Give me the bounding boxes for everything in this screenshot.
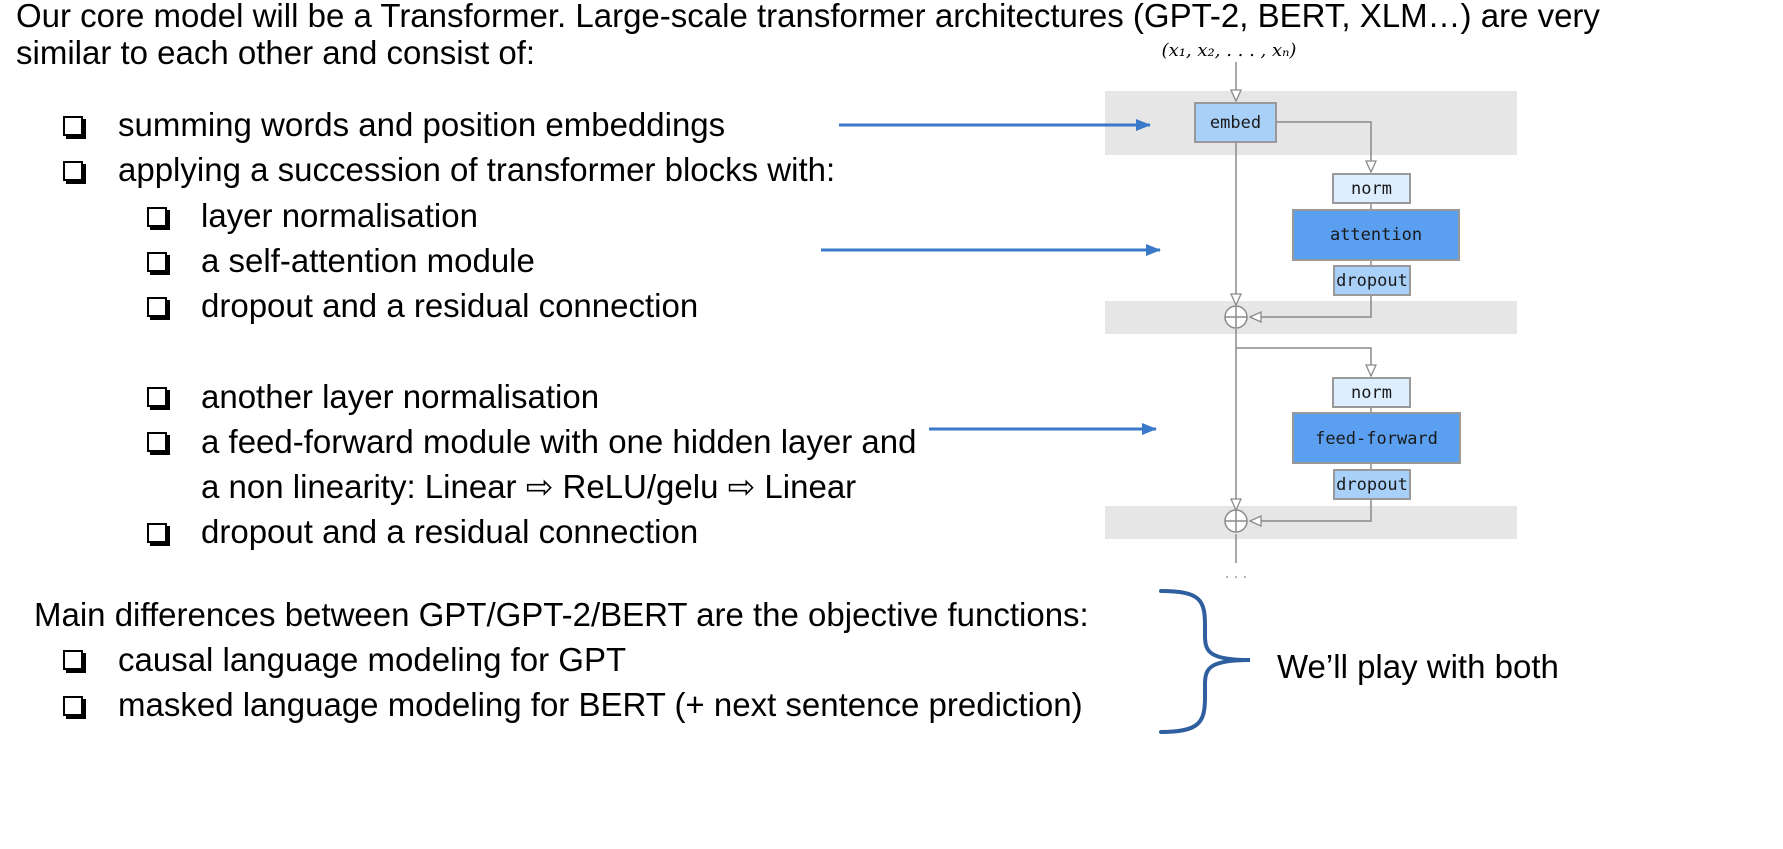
dropout2-to-add-2	[1248, 499, 1372, 528]
svg-text:feed-forward: feed-forward	[1315, 429, 1438, 449]
differences-heading: Main differences between GPT/GPT-2/BERT …	[34, 596, 1089, 633]
branch-to-norm-2	[1236, 347, 1378, 378]
list-item-embeddings: summing words and position embeddings	[118, 106, 726, 143]
embed-node: embed	[1194, 102, 1277, 143]
svg-text:dropout: dropout	[1336, 475, 1408, 495]
checkbox-icon	[147, 252, 167, 272]
dropout-node: dropout	[1333, 265, 1411, 296]
list-item-feed-forward-cont: a non linearity: Linear ⇨ ReLU/gelu ⇨ Li…	[201, 468, 857, 505]
checkbox-icon	[147, 387, 167, 407]
list-item-layer-norm: layer normalisation	[201, 197, 478, 234]
dropout1-to-add-1	[1248, 295, 1372, 324]
list-item-transformer-blocks: applying a succession of transformer blo…	[118, 151, 836, 188]
checkbox-icon	[147, 523, 167, 543]
checkbox-icon	[63, 650, 83, 670]
checkbox-icon	[147, 207, 167, 227]
checkbox-icon	[147, 432, 167, 452]
difference-item-gpt: causal language modeling for GPT	[118, 641, 627, 678]
residual-add-icon	[1224, 509, 1248, 533]
checkbox-icon	[147, 297, 167, 317]
checkbox-icon	[63, 116, 83, 136]
svg-text:embed: embed	[1210, 113, 1261, 133]
intro-line-1: Our core model will be a Transformer. La…	[16, 0, 1600, 34]
feed-forward-node: feed-forward	[1292, 412, 1461, 464]
list-item-feed-forward: a feed-forward module with one hidden la…	[201, 423, 917, 460]
intro-line-2: similar to each other and consist of:	[16, 34, 536, 71]
svg-text:norm: norm	[1351, 383, 1392, 403]
list-item-dropout-residual-2: dropout and a residual connection	[201, 513, 699, 550]
svg-text:dropout: dropout	[1336, 271, 1408, 291]
svg-text:norm: norm	[1351, 179, 1392, 199]
right-curly-brace	[1159, 589, 1251, 734]
list-item-dropout-residual-1: dropout and a residual connection	[201, 287, 699, 324]
difference-item-bert: masked language modeling for BERT (+ nex…	[118, 686, 1083, 723]
checkbox-icon	[63, 161, 83, 181]
norm-node: norm	[1332, 173, 1411, 204]
residual-add-icon	[1224, 305, 1248, 329]
dropout-node: dropout	[1333, 469, 1411, 500]
brace-note: We’ll play with both	[1277, 648, 1559, 685]
embed-band	[1105, 91, 1517, 155]
branch-to-norm-1	[1276, 121, 1378, 174]
svg-text:attention: attention	[1330, 225, 1422, 245]
residual-band-2	[1105, 506, 1517, 539]
continuation-ellipsis: · · ·	[1225, 570, 1247, 586]
list-item-another-layer-norm: another layer normalisation	[201, 378, 600, 415]
norm-node: norm	[1332, 377, 1411, 408]
attention-node: attention	[1292, 209, 1460, 261]
checkbox-icon	[63, 696, 83, 716]
input-sequence-label: (x₁, x₂, . . . , xₙ)	[1162, 40, 1297, 61]
list-item-self-attention: a self-attention module	[201, 242, 535, 279]
